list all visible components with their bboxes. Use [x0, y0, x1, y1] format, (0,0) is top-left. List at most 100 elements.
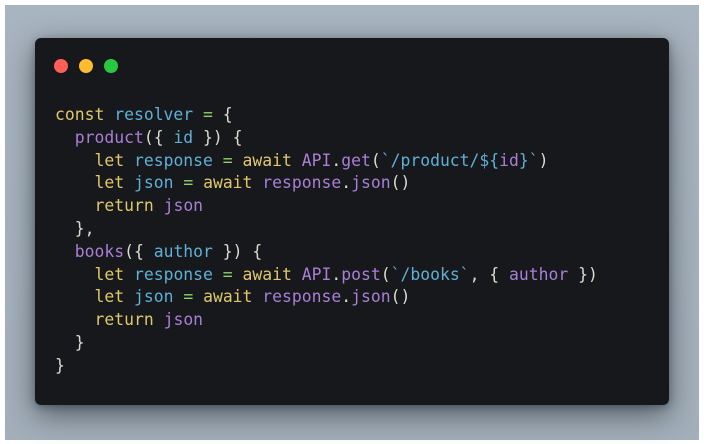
code-token: [292, 265, 302, 284]
code-line: let json = await response.json(): [55, 172, 598, 195]
code-token: .: [331, 150, 342, 170]
code-token: json: [351, 173, 391, 193]
code-line: let json = await response.json(): [55, 286, 598, 309]
code-token: ): [538, 150, 549, 170]
code-token: json: [351, 287, 391, 307]
code-token: , {: [469, 264, 510, 284]
code-token: json: [133, 173, 174, 193]
minimize-dot-icon[interactable]: [79, 59, 93, 73]
code-token: }: [55, 355, 65, 375]
code-token: let: [94, 287, 125, 307]
code-token: [252, 173, 262, 192]
code-token: .: [341, 287, 352, 307]
code-token: [173, 287, 183, 306]
code-token: json: [163, 310, 204, 330]
code-token: =: [222, 264, 233, 284]
code-token: .: [341, 173, 352, 193]
code-token: resolver: [114, 105, 194, 124]
code-token: ({: [143, 127, 174, 147]
code-token: let: [94, 264, 125, 284]
code-line: books({ author }) {: [55, 241, 598, 264]
code-token: let: [94, 173, 125, 193]
code-line: return json: [55, 309, 598, 332]
code-token: [55, 287, 94, 306]
code-token: (: [380, 264, 391, 284]
code-token: product: [74, 127, 144, 147]
code-token: author: [153, 241, 213, 261]
code-line: let response = await API.get(`/product/$…: [55, 150, 598, 173]
code-token: [124, 287, 134, 306]
code-line: return json: [55, 195, 598, 218]
code-token: post: [341, 264, 381, 284]
code-token: return: [94, 310, 154, 330]
code-token: return: [94, 196, 154, 216]
code-line: },: [55, 218, 598, 241]
code-token: await: [203, 173, 253, 193]
code-token: },: [55, 218, 95, 238]
code-token: (): [390, 287, 411, 307]
code-token: `/books`: [390, 264, 470, 284]
code-token: await: [242, 264, 292, 284]
code-token: [252, 287, 262, 306]
code-token: get: [341, 150, 371, 170]
code-token: [55, 196, 94, 215]
code-token: let: [94, 150, 125, 170]
code-token: [55, 128, 75, 147]
code-token: [55, 173, 94, 192]
code-token: [55, 151, 94, 170]
code-token: json: [163, 196, 204, 216]
code-token: API: [301, 150, 332, 170]
code-token: =: [203, 105, 213, 124]
code-token: API: [301, 264, 332, 284]
code-line: }: [55, 332, 598, 355]
code-token: }`: [518, 150, 539, 170]
code-token: response: [133, 150, 213, 170]
code-token: `/product/${: [380, 150, 500, 170]
code-token: id: [499, 150, 519, 170]
code-line: let response = await API.post(`/books`, …: [55, 264, 598, 287]
code-token: =: [222, 150, 233, 170]
code-token: id: [173, 127, 194, 147]
code-block: const resolver = { product({ id }) { let…: [55, 104, 598, 378]
code-token: }: [55, 332, 85, 352]
code-token: }): [568, 264, 598, 284]
code-token: .: [331, 264, 342, 284]
code-token: [292, 151, 302, 170]
code-token: [213, 265, 223, 284]
code-token: [154, 196, 164, 215]
code-token: [173, 173, 183, 192]
code-token: await: [203, 287, 253, 307]
code-token: [233, 151, 243, 170]
code-token: response: [262, 287, 342, 307]
code-token: [124, 151, 134, 170]
code-token: (: [370, 150, 381, 170]
close-dot-icon[interactable]: [54, 59, 68, 73]
code-token: response: [262, 173, 342, 193]
code-token: [213, 151, 223, 170]
code-token: [55, 310, 94, 329]
code-token: books: [74, 241, 125, 261]
code-token: =: [183, 173, 194, 193]
code-token: }) {: [193, 127, 243, 147]
code-line: product({ id }) {: [55, 127, 598, 150]
code-token: const: [55, 105, 105, 124]
code-token: [55, 265, 94, 284]
code-token: [154, 310, 164, 329]
code-token: {: [212, 105, 233, 124]
code-token: await: [242, 150, 292, 170]
code-token: [124, 265, 134, 284]
code-token: ({: [124, 241, 154, 261]
code-token: response: [133, 264, 213, 284]
code-token: [233, 265, 243, 284]
code-token: (): [390, 173, 411, 193]
code-token: [124, 173, 134, 192]
code-line: }: [55, 355, 598, 378]
code-token: [193, 105, 203, 124]
maximize-dot-icon[interactable]: [104, 59, 118, 73]
window-controls: [54, 59, 118, 73]
code-token: [193, 287, 203, 306]
code-token: [193, 173, 203, 192]
code-window: const resolver = { product({ id }) { let…: [35, 38, 669, 405]
code-token: =: [183, 287, 194, 307]
code-token: json: [133, 287, 174, 307]
